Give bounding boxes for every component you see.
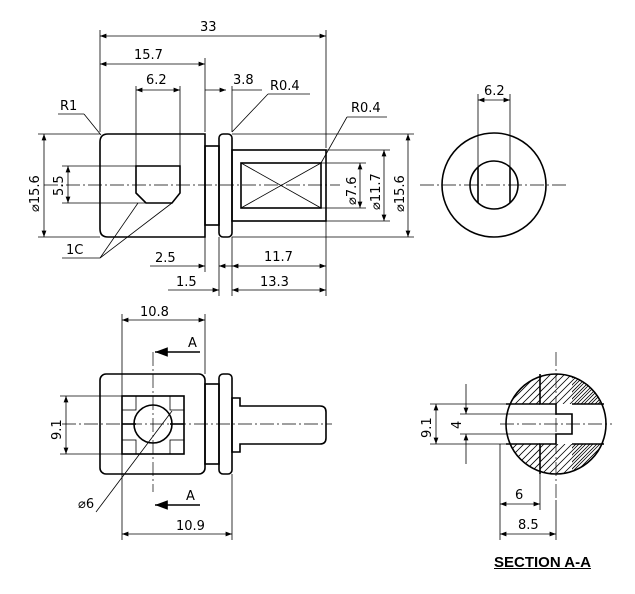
hatch-line: [562, 444, 594, 474]
hatch-line: [540, 444, 552, 474]
hatch-line: [543, 374, 573, 404]
hatch-line: [572, 444, 584, 474]
hatch-line: [540, 444, 559, 474]
hatch-line: [466, 444, 496, 474]
hatch-line: [609, 374, 635, 404]
hatch-line: [590, 374, 606, 404]
dim-section-step: 6: [515, 488, 523, 503]
hatch-line: [540, 374, 559, 404]
dim-pocket-depth: 5.5: [52, 175, 67, 196]
front-view: 33 15.7 6.2 3.8 R0.4 R1 R0.4 ⌀15.6: [28, 20, 414, 296]
hatch-line: [612, 374, 635, 404]
hatch-line: [601, 374, 606, 404]
dim-hole-dia: ⌀6: [78, 497, 94, 512]
hatch-line: [555, 444, 587, 474]
hatch-line: [473, 444, 503, 474]
dim-radius-corner: R1: [60, 99, 77, 114]
hatch-line: [543, 444, 573, 474]
dim-flange-thk: 1.5: [176, 275, 197, 290]
top-view: 10.8 A A 9.1 ⌀6 10.9: [50, 305, 332, 540]
hatch-line: [514, 374, 540, 404]
hatch-line: [572, 444, 591, 474]
hatch-line: [604, 444, 606, 474]
hatch-line: [609, 444, 635, 474]
hatch-line: [548, 444, 580, 474]
hatch-line: [506, 374, 511, 404]
dim-chamfer: 1C: [66, 243, 83, 258]
hatch-line: [597, 444, 606, 474]
dim-shaft-dia: ⌀11.7: [369, 173, 384, 210]
hatch-line: [500, 444, 530, 474]
hatch-line: [572, 444, 598, 474]
hatch-line: [506, 444, 518, 474]
hatch-line: [473, 374, 503, 404]
dim-pocket-width: 6.2: [146, 73, 167, 88]
hatch-line: [466, 374, 496, 404]
hatch-line: [630, 374, 635, 404]
hatch-line: [528, 374, 540, 404]
hatch-line: [540, 374, 566, 404]
dim-section-depth: 8.5: [518, 518, 539, 533]
hatch-line: [604, 374, 606, 404]
dim-radius-bore: R0.4: [351, 101, 381, 116]
dim-slot-width: 6.2: [484, 84, 505, 99]
section-mark-bottom: A: [186, 489, 195, 504]
hatch-line: [540, 374, 552, 404]
hatch-line: [616, 444, 635, 474]
dim-flange-offset: 3.8: [233, 73, 254, 88]
hatch-line: [500, 374, 530, 404]
dim-top-height: 9.1: [50, 419, 65, 440]
dim-overall-length: 33: [200, 20, 217, 35]
section-mark-top: A: [188, 336, 197, 351]
hatch-line: [623, 374, 635, 404]
hatch-line: [630, 444, 635, 474]
hatch-line: [548, 374, 580, 404]
dim-gap: 2.5: [155, 251, 176, 266]
hatch-line: [541, 444, 573, 474]
dim-section-height: 9.1: [420, 417, 435, 438]
dim-tail-len: 13.3: [260, 275, 289, 290]
dim-radius-flange: R0.4: [270, 79, 300, 94]
hatch-line: [597, 374, 606, 404]
dim-outer-dia-right: ⌀15.6: [393, 175, 408, 212]
dim-flange-pos: 10.9: [176, 519, 205, 534]
dim-shaft-len: 11.7: [264, 250, 293, 265]
side-view: 6.2: [420, 84, 568, 238]
hatch-line: [569, 444, 601, 474]
hatch-line: [601, 444, 606, 474]
hatch-line: [506, 444, 511, 474]
hatch-line: [623, 444, 635, 474]
hatch-line: [506, 444, 532, 474]
hatch-line: [521, 374, 540, 404]
dim-top-body-len: 10.8: [140, 305, 169, 320]
hatch-line: [594, 374, 606, 404]
dim-outer-dia: ⌀15.6: [28, 175, 43, 212]
hatch-line: [612, 444, 635, 474]
hatch-line: [616, 374, 635, 404]
section-title: SECTION A-A: [494, 554, 591, 571]
dim-section-slot: 4: [450, 421, 465, 429]
hatch-line: [619, 444, 635, 474]
hatch-line: [619, 374, 635, 404]
section-view: 9.1 4 6 8.5: [420, 352, 635, 540]
dim-body-length: 15.7: [134, 48, 163, 63]
dim-bore-dia: ⌀7.6: [345, 176, 360, 205]
hatch-line: [540, 444, 566, 474]
hatch-line: [541, 374, 573, 404]
